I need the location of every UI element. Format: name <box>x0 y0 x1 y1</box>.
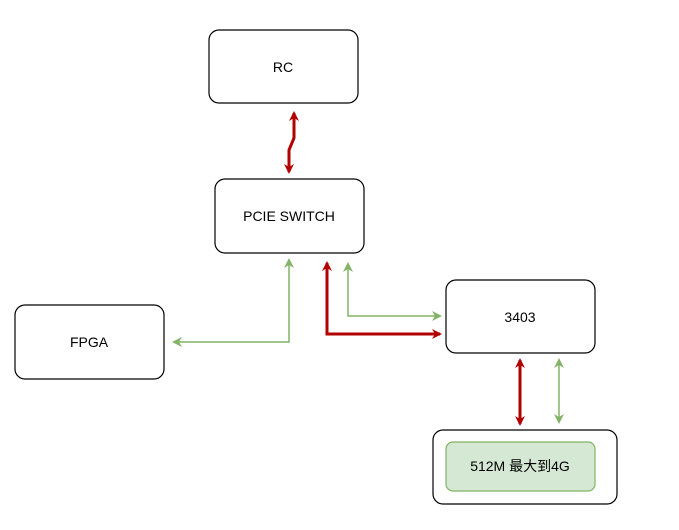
node-memory-container[interactable]: 512M 最大到4G <box>432 429 618 505</box>
node-pcie-switch[interactable]: PCIE SWITCH <box>214 178 365 254</box>
node-rc[interactable]: RC <box>208 29 359 104</box>
node-memory-inner <box>445 441 596 492</box>
node-rc-label: RC <box>273 59 293 75</box>
link-pcie-switch-3403-green <box>343 262 442 321</box>
link-pcie-switch-3403-red <box>322 261 442 339</box>
link-rc-pcie-switch <box>284 111 299 174</box>
node-pcie-switch-label: PCIE SWITCH <box>243 208 335 224</box>
node-3403[interactable]: 3403 <box>445 279 596 354</box>
node-fpga[interactable]: FPGA <box>14 304 165 380</box>
node-fpga-label: FPGA <box>70 334 109 350</box>
link-pcie-switch-fpga <box>172 258 294 347</box>
node-memory-label: 512M 最大到4G <box>470 458 570 474</box>
node-3403-label: 3403 <box>504 309 535 325</box>
